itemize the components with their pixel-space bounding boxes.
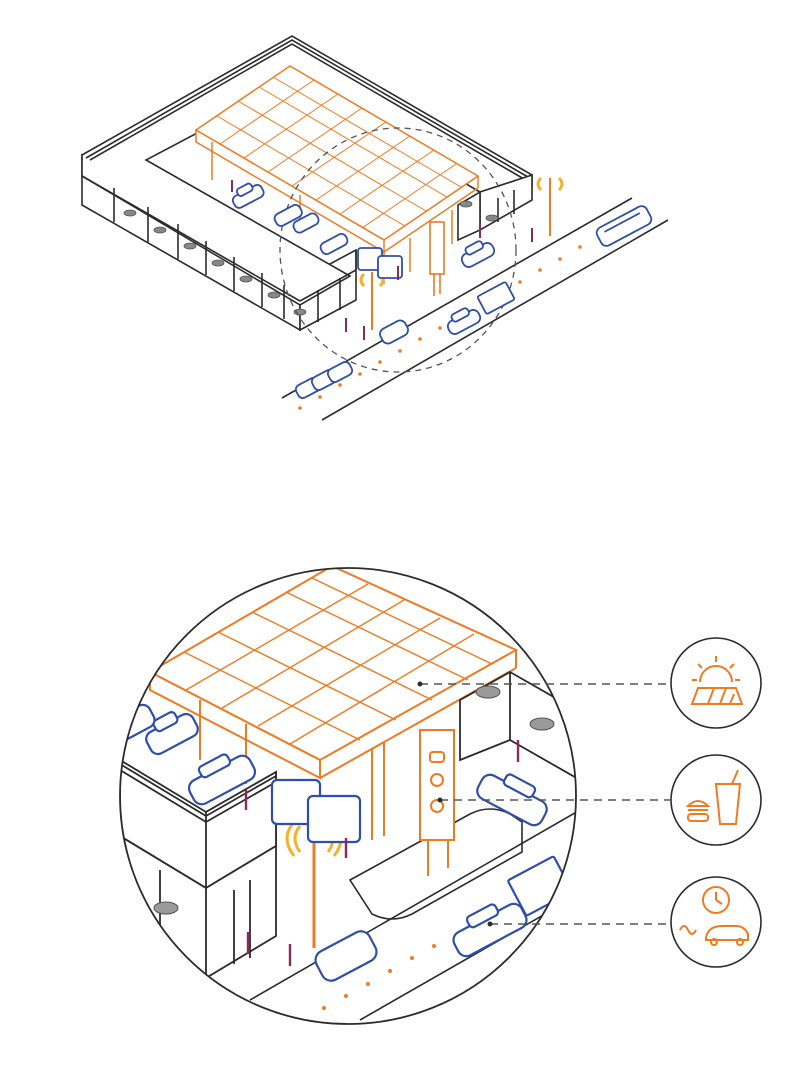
car [292,212,320,234]
overview-illustration [81,35,669,421]
detail-people [244,740,520,966]
station-sign [429,221,445,296]
charging-pod [270,778,362,844]
car [319,232,349,256]
car [460,240,496,268]
bus [595,205,653,247]
sun-solar-panel-icon [670,637,762,729]
car [231,182,265,209]
detail-cars [120,703,573,982]
zoomed-detail [119,567,577,1025]
solar-canopy [194,65,480,284]
car [379,319,409,345]
cars [231,182,653,399]
charging-pods [357,247,403,279]
zoom-area-outline [279,127,517,373]
detail-lane-dots [322,944,436,1010]
callout-leaders [420,683,670,925]
car [326,361,354,383]
detail-tables [153,685,555,915]
clock-electric-car-icon [670,876,762,968]
car [273,203,303,227]
car [145,711,199,756]
cafe-tables [123,200,499,316]
detail-station-sign [419,729,455,876]
car [446,307,482,335]
car [187,753,257,806]
road-lane-dots [298,245,582,410]
detail-building [120,758,277,980]
delivery-truck [476,281,516,315]
car [314,930,378,982]
burger-drink-icon [670,754,762,846]
people [231,180,533,340]
